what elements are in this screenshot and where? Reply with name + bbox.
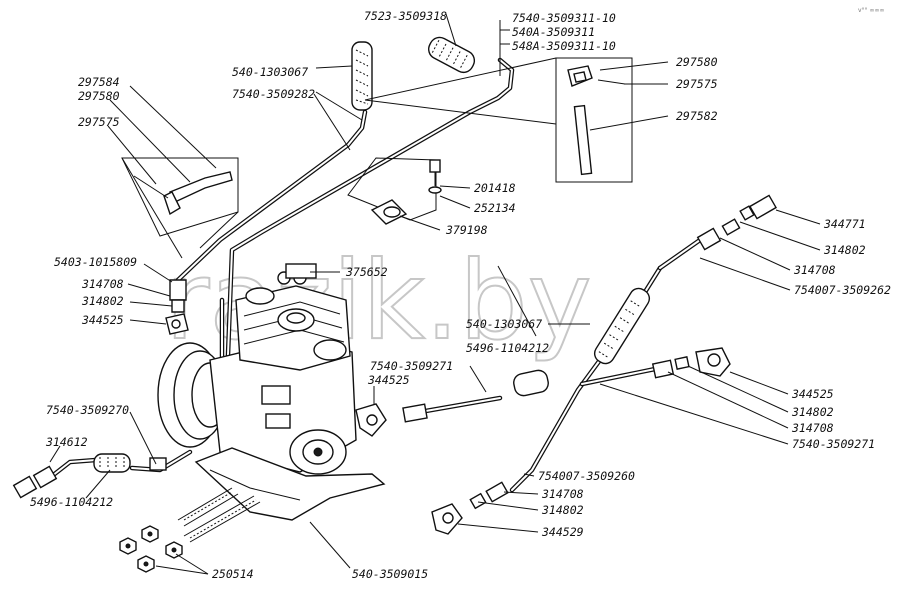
- label-7523-3509318: 7523-3509318: [364, 9, 447, 23]
- detail-callout-left: [121, 157, 239, 259]
- hose-right-diagonal: [593, 287, 651, 365]
- label-375652: 375652: [345, 265, 388, 279]
- clamp-assembly-center: [347, 157, 442, 225]
- lower-left-pipe: [12, 449, 193, 499]
- label-297580-right: 297580: [676, 55, 718, 69]
- middle-hose-pipe: [355, 369, 549, 437]
- label-314802-bot: 314802: [541, 503, 584, 517]
- label-7540-3509271-r2: 7540-3509271: [792, 437, 875, 451]
- label-7540-3509271-mid: 7540-3509271: [370, 359, 453, 373]
- top-pipe-assembly: [175, 57, 515, 363]
- label-297582: 297582: [676, 109, 718, 123]
- bottom-right-fittings: [431, 481, 509, 535]
- label-297575-left: 297575: [78, 115, 120, 129]
- label-201418: 201418: [474, 181, 516, 195]
- detail-callout-right: [364, 57, 633, 183]
- upper-right-fittings: [696, 194, 777, 251]
- label-754007-3509262: 754007-3509262: [794, 283, 891, 297]
- label-7540-3509282: 7540-3509282: [232, 87, 315, 101]
- corner-mark: v°° ∞∞∞: [858, 7, 884, 14]
- label-540-3509015: 540-3509015: [352, 567, 428, 581]
- label-754007-3509260: 754007-3509260: [538, 469, 635, 483]
- label-540-1303067-mid: 540-1303067: [466, 317, 542, 331]
- label-344529: 344529: [541, 525, 584, 539]
- label-379198: 379198: [445, 223, 488, 237]
- label-314612: 314612: [45, 435, 88, 449]
- label-314708-left: 314708: [81, 277, 124, 291]
- label-344525-r2: 344525: [791, 387, 834, 401]
- middle-right-fittings: [651, 347, 731, 379]
- label-344525-left: 344525: [81, 313, 124, 327]
- label-344525-mid: 344525: [367, 373, 410, 387]
- label-5403-1015809: 5403-1015809: [54, 255, 137, 269]
- label-252134: 252134: [474, 201, 516, 215]
- label-314708-r1: 314708: [793, 263, 836, 277]
- mounting-studs: [177, 487, 261, 543]
- label-7540-3509270: 7540-3509270: [46, 403, 129, 417]
- label-314802-left: 314802: [81, 294, 124, 308]
- label-5496-1104212-bot: 5496-1104212: [30, 495, 113, 509]
- leader-lines: [49, 13, 821, 575]
- fitting-375652: [285, 263, 317, 279]
- label-297575-right: 297575: [676, 77, 718, 91]
- label-297584: 297584: [78, 75, 120, 89]
- label-548a-3509311-10: 548А-3509311-10: [512, 39, 616, 53]
- label-297580-left: 297580: [78, 89, 120, 103]
- label-314802-r1: 314802: [823, 243, 866, 257]
- label-314708-r2: 314708: [791, 421, 834, 435]
- hose-top-right: [427, 36, 476, 74]
- part-labels: 7523-3509318 7540-3509311-10 540А-350931…: [30, 9, 891, 581]
- label-540-1303067-top: 540-1303067: [232, 65, 308, 79]
- label-5496-1104212-mid: 5496-1104212: [466, 341, 549, 355]
- label-250514: 250514: [212, 567, 254, 581]
- hose-vertical-top: [351, 41, 373, 111]
- left-fittings: [165, 279, 189, 335]
- label-344771: 344771: [823, 217, 866, 231]
- label-314802-r2: 314802: [791, 405, 834, 419]
- label-7540-3509311-10: 7540-3509311-10: [512, 11, 616, 25]
- label-314708-bot: 314708: [541, 487, 584, 501]
- label-540a-3509311: 540А-3509311: [512, 25, 595, 39]
- nuts-250514: [119, 525, 183, 573]
